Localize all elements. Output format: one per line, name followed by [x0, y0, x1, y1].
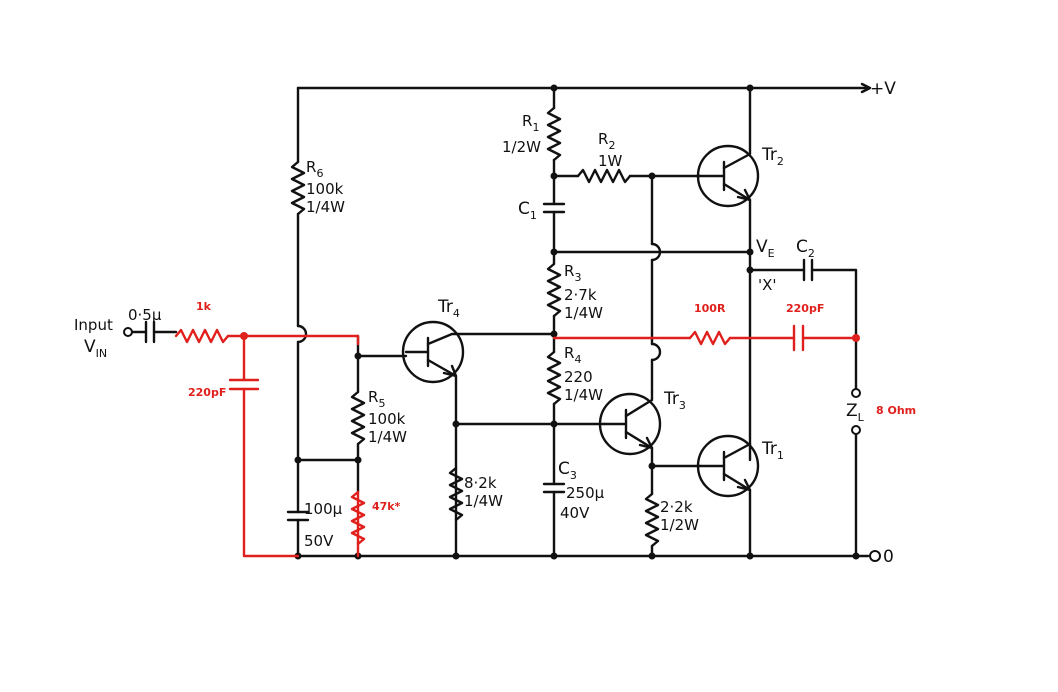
c3-voltage: 40V [560, 504, 590, 522]
r-emitter4-power: 1/4W [464, 492, 503, 510]
ve-label: VE [756, 237, 775, 260]
r3-label: R3 [564, 262, 581, 284]
tr2-label: Tr2 [761, 145, 784, 168]
r2-power: 1W [598, 152, 623, 170]
tr1-label: Tr1 [761, 439, 784, 462]
r-emitter4-value: 8·2k [464, 474, 497, 492]
r5-value: 100k [368, 410, 406, 428]
load-label: ZL [846, 401, 865, 424]
r2-resistor [576, 168, 632, 184]
vin-label: VIN [84, 337, 107, 360]
r-emitter3-power: 1/2W [660, 516, 699, 534]
mod-r-bias-label: 47k* [372, 500, 401, 513]
load-terminal-top [851, 388, 861, 398]
r4-label: R4 [564, 344, 581, 366]
r3-resistor [546, 262, 562, 318]
r1-power: 1/2W [502, 138, 541, 156]
tr3-transistor [598, 392, 662, 456]
r5-power: 1/4W [368, 428, 407, 446]
r6-resistor [290, 160, 306, 216]
r-emitter4-resistor [448, 466, 464, 522]
r1-resistor [546, 106, 562, 162]
c-bias-voltage: 50V [304, 532, 334, 550]
r4-resistor [546, 350, 562, 406]
mod-load-label: 8 Ohm [876, 404, 916, 417]
c2-label: C2 [796, 237, 815, 260]
input-label: Input [74, 316, 113, 334]
mod-c-in-label: 220pF [188, 386, 226, 399]
ground-terminal [869, 550, 881, 562]
c1-label: C1 [518, 199, 537, 222]
r4-power: 1/4W [564, 386, 603, 404]
r4-value: 220 [564, 368, 593, 386]
input-cap-value: 0·5µ [128, 306, 162, 324]
mod-c-in-capacitor [228, 378, 260, 391]
r1-label: R1 [522, 112, 539, 134]
mod-r-in-label: 1k [196, 300, 212, 313]
r3-power: 1/4W [564, 304, 603, 322]
tr3-label: Tr3 [663, 389, 686, 412]
r6-value: 100k [306, 180, 344, 198]
x-node-label: 'X' [758, 276, 777, 294]
ground-label: 0 [883, 547, 894, 567]
mod-c-fb-label: 220pF [786, 302, 824, 315]
r6-label: R6 [306, 158, 323, 180]
junction-dots [294, 84, 860, 560]
c3-label: C3 [558, 459, 577, 482]
mod-r-fb-label: 100R [694, 302, 726, 315]
tr1-transistor [696, 434, 760, 498]
r-emitter3-value: 2·2k [660, 498, 693, 516]
r5-resistor [350, 390, 366, 446]
tr4-label: Tr4 [437, 297, 460, 320]
c-bias-value: 100µ [304, 500, 343, 518]
r6-power: 1/4W [306, 198, 345, 216]
c3-value: 250µ [566, 484, 605, 502]
tr4-transistor [401, 320, 465, 384]
mod-r-in-resistor [174, 328, 230, 344]
mod-r-bias-resistor [350, 490, 366, 546]
mod-c-fb-capacitor [792, 324, 805, 352]
r-emitter3-resistor [644, 492, 660, 548]
load-terminal-bottom [851, 425, 861, 435]
tr2-transistor [696, 144, 760, 208]
mod-r-fb-resistor [688, 330, 732, 346]
r2-label: R2 [598, 130, 615, 152]
r3-value: 2·7k [564, 286, 597, 304]
supply-label: +V [870, 79, 896, 99]
r5-label: R5 [368, 388, 385, 410]
